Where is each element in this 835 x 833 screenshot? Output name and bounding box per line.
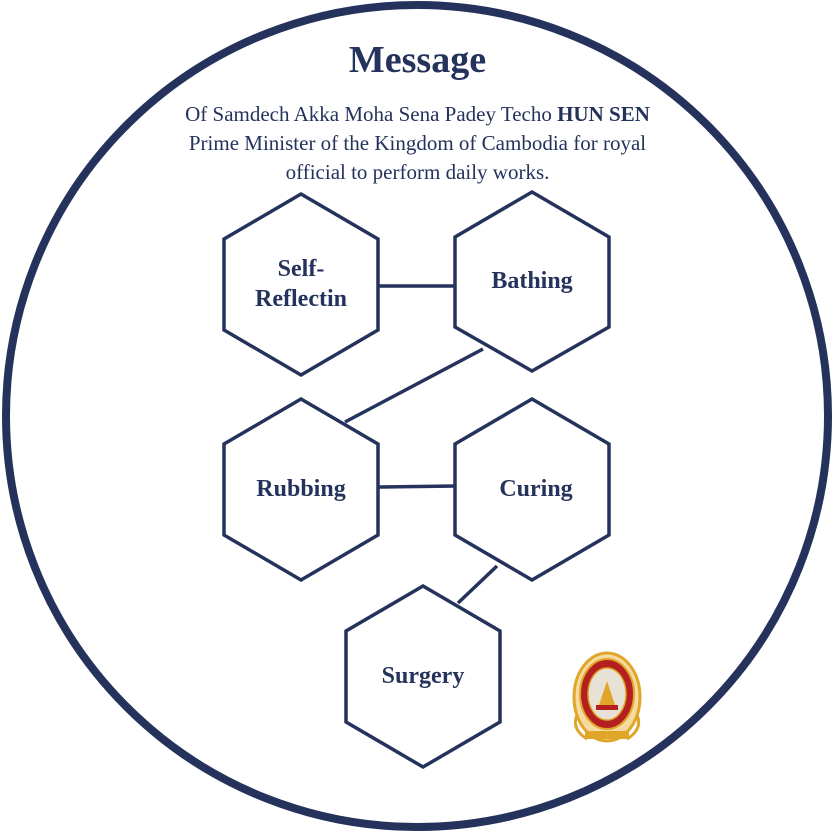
connector-bathing-rubbing <box>344 347 484 424</box>
step-label-self-reflecting: Self- Reflectin <box>226 254 376 314</box>
hexagon-self-reflecting <box>222 191 380 378</box>
subtitle-line-2: Prime Minister of the Kingdom of Cambodi… <box>188 131 647 155</box>
hexagon-bathing <box>453 189 611 374</box>
page-title: Message <box>348 39 487 81</box>
step-label-bathing: Bathing <box>491 268 573 294</box>
subtitle-prefix: Of Samdech Akka Moha Sena Padey Techo <box>185 102 558 126</box>
ministry-seal-icon <box>572 651 642 743</box>
connector-rubbing-curing <box>377 484 457 489</box>
connector-curing-surgery <box>456 564 499 605</box>
hexagon-rubbing <box>222 396 380 583</box>
step-label-rubbing: Rubbing <box>256 476 346 502</box>
step-label-surgery: Surgery <box>381 663 465 689</box>
step-label-curing: Curing <box>499 476 573 502</box>
hexagon-surgery <box>344 583 502 770</box>
step-label-line: Reflectin <box>255 286 347 312</box>
subtitle-line-3: official to perform daily works. <box>285 160 550 184</box>
hexagon-curing <box>453 396 611 583</box>
subtitle-name: HUN SEN <box>557 102 650 126</box>
step-label-line: Self- <box>277 256 325 282</box>
subtitle: Of Samdech Akka Moha Sena Padey Techo HU… <box>140 100 695 187</box>
